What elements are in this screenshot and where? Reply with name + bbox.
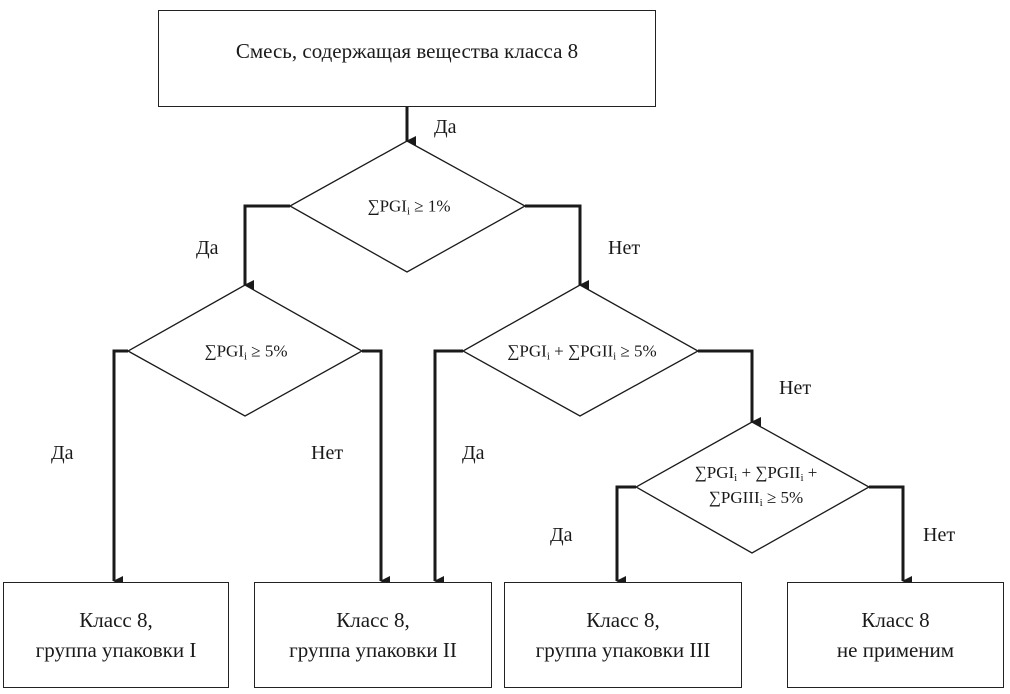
edge-d2-no — [362, 349, 390, 586]
start-label: Смесь, содержащая вещества класса 8 — [235, 38, 579, 63]
outcome-line2: группа упаковки I — [35, 638, 197, 662]
edge-label-d2-no: Нет — [311, 442, 344, 464]
outcome-packing-group-3: Класс 8, группа упаковки III — [504, 582, 742, 688]
decision-d2-shape — [126, 284, 364, 417]
edge-d4-yes — [615, 485, 636, 586]
decision-d4-text: ∑PGIi + ∑PGIIi + ∑PGIIIi ≥ 5% — [695, 463, 818, 513]
outcome-line1: Класс 8, — [336, 608, 410, 632]
edge-label-d3-no: Нет — [779, 377, 812, 399]
decision-d3-shape — [461, 284, 700, 417]
outcome-packing-group-1: Класс 8, группа упаковки I — [3, 582, 229, 688]
decision-d1-text: ∑PGIi ≥ 1% — [367, 196, 451, 218]
decision-d3-text: ∑PGIi + ∑PGIIi ≥ 5% — [507, 341, 657, 363]
start-box: Смесь, содержащая вещества класса 8 — [158, 10, 656, 107]
decision-d1-shape — [288, 140, 527, 273]
edge-label-d1-yes: Да — [196, 237, 219, 259]
decision-d4-line1: ∑PGIi + ∑PGIIi + — [694, 463, 818, 484]
outcome-line1: Класс 8, — [586, 608, 660, 632]
edge-d1-yes — [243, 204, 290, 290]
outcome-not-applicable: Класс 8 не применим — [787, 582, 1004, 688]
edge-d1-no — [525, 204, 589, 290]
edge-d4-no — [869, 485, 912, 586]
outcome-line1: Класс 8, — [79, 608, 153, 632]
edge-label-d2-yes: Да — [51, 442, 74, 464]
edge-d3-no — [698, 349, 761, 427]
decision-d4-line2: ∑PGIIIi ≥ 5% — [708, 488, 804, 509]
edge-label-start-yes: Да — [434, 116, 457, 138]
decision-d2-text: ∑PGIi ≥ 5% — [204, 341, 288, 363]
outcome-packing-group-2: Класс 8, группа упаковки II — [254, 582, 492, 688]
edge-label-d3-yes: Да — [462, 442, 485, 464]
decision-d4-shape — [634, 421, 871, 554]
edge-d2-yes — [112, 349, 128, 586]
outcome-line2: группа упаковки III — [535, 638, 711, 662]
edge-d3-yes — [433, 349, 463, 586]
outcome-line2: группа упаковки II — [289, 638, 457, 662]
edge-label-d4-yes: Да — [550, 524, 573, 546]
edge-label-d1-no: Нет — [608, 237, 641, 259]
edge-label-d4-no: Нет — [923, 524, 956, 546]
outcome-line2: не применим — [836, 638, 955, 662]
outcome-line1: Класс 8 — [861, 608, 930, 632]
